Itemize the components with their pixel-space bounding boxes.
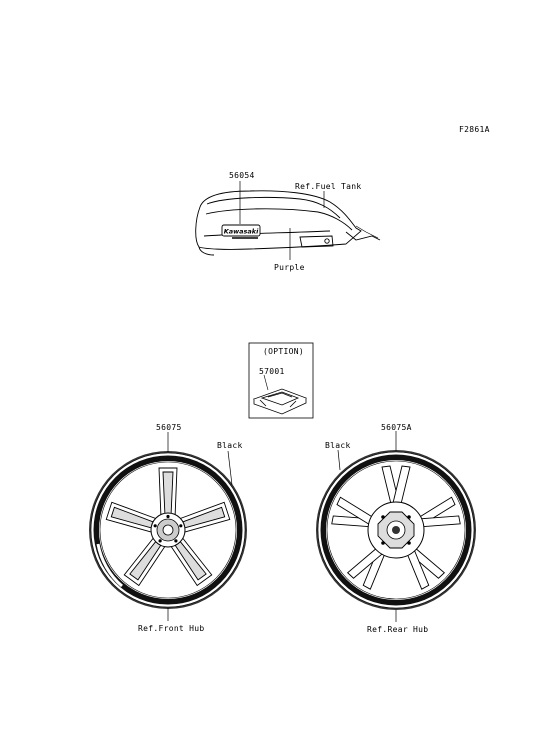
rear-wheel-color-label: Black <box>325 441 351 450</box>
tank-color-label: Purple <box>274 263 305 272</box>
figure-code: F2861A <box>459 125 490 134</box>
tank-part-number: 56054 <box>229 171 255 180</box>
fuel-tank-drawing <box>195 190 381 256</box>
rear-wheel-drawing <box>316 450 476 610</box>
tank-ref-label: Ref.Fuel Tank <box>295 182 362 191</box>
tank-leader-lines <box>239 181 325 260</box>
kawasaki-emblem <box>221 224 261 237</box>
rear-wheel-part-number: 56075A <box>381 423 412 432</box>
front-wheel-drawing <box>89 451 247 609</box>
option-part-drawing <box>252 388 308 415</box>
option-box <box>248 342 314 419</box>
front-hub-ref-label: Ref.Front Hub <box>138 624 205 633</box>
option-part-number: 57001 <box>259 367 285 376</box>
front-wheel-color-label: Black <box>217 441 243 450</box>
front-wheel-part-number: 56075 <box>156 423 182 432</box>
option-title: (OPTION) <box>263 347 304 356</box>
emblem-text: Kawasaki <box>224 228 259 236</box>
wheel-leader-lines <box>167 431 397 622</box>
rear-hub-ref-label: Ref.Rear Hub <box>367 625 429 634</box>
